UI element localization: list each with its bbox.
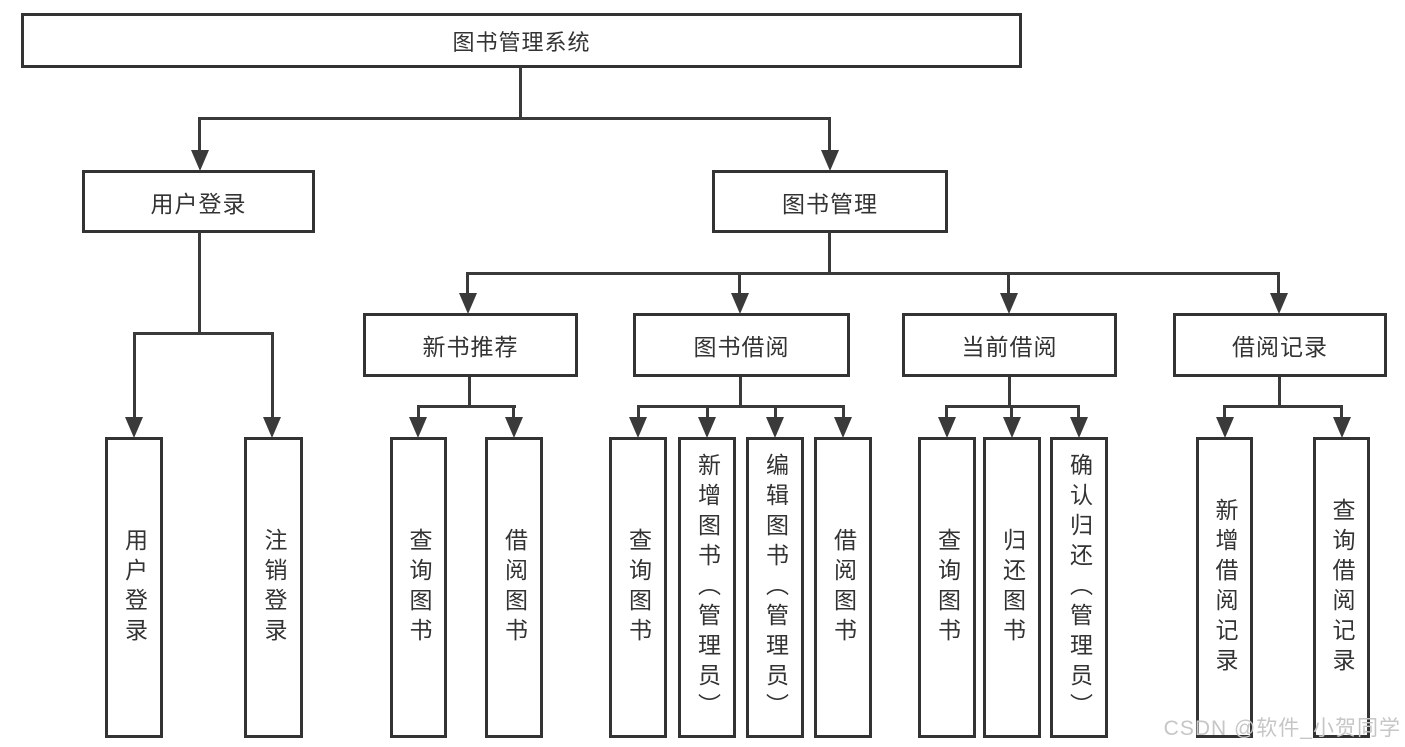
node-book-management-label: 图书管理 xyxy=(782,190,878,217)
connector-line xyxy=(1223,405,1342,408)
leaf-user-login: 用户登录 xyxy=(105,437,163,738)
connector-line xyxy=(198,117,201,155)
leaf-current-query-book: 查询图书 xyxy=(918,437,976,738)
connector-arrowhead xyxy=(938,417,956,438)
connector-line xyxy=(842,405,845,422)
connector-line xyxy=(738,272,741,298)
connector-line xyxy=(133,332,274,335)
connector-line xyxy=(1340,405,1343,422)
leaf-add-borrow-record: 新增借阅记录 xyxy=(1196,437,1253,738)
connector-arrowhead xyxy=(834,417,852,438)
node-current-borrow: 当前借阅 xyxy=(902,313,1117,377)
leaf-query-borrow-record: 查询借阅记录 xyxy=(1313,437,1370,738)
leaf-add-book-admin-label: 新增图书（管理员） xyxy=(694,452,721,723)
leaf-add-borrow-record-label: 新增借阅记录 xyxy=(1212,497,1238,678)
leaf-logout: 注销登录 xyxy=(244,437,303,738)
connector-line xyxy=(637,405,845,408)
leaf-borrow-book-label: 借阅图书 xyxy=(830,527,857,648)
connector-arrowhead xyxy=(821,150,839,171)
connector-line xyxy=(133,332,136,422)
connector-line xyxy=(1007,272,1010,298)
leaf-confirm-return-admin-label: 确认归还（管理员） xyxy=(1066,452,1093,723)
leaf-recommend-query-book: 查询图书 xyxy=(390,437,447,738)
connector-line xyxy=(1010,405,1013,422)
leaf-query-borrow-record-label: 查询借阅记录 xyxy=(1329,497,1355,678)
connector-line xyxy=(198,232,201,335)
connector-line xyxy=(1223,405,1226,422)
connector-line xyxy=(468,377,471,408)
connector-line xyxy=(739,377,742,408)
connector-arrowhead xyxy=(125,417,143,438)
leaf-add-book-admin: 新增图书（管理员） xyxy=(678,437,736,738)
connector-arrowhead xyxy=(731,293,749,314)
leaf-return-book: 归还图书 xyxy=(983,437,1041,738)
leaf-confirm-return-admin: 确认归还（管理员） xyxy=(1050,437,1108,738)
connector-line xyxy=(637,405,640,422)
connector-line xyxy=(417,405,516,408)
leaf-edit-book-admin: 编辑图书（管理员） xyxy=(746,437,804,738)
connector-line xyxy=(706,405,709,422)
leaf-borrow-book: 借阅图书 xyxy=(814,437,872,738)
node-new-book-recommend: 新书推荐 xyxy=(363,313,578,377)
connector-arrowhead xyxy=(505,417,523,438)
connector-line xyxy=(417,405,420,422)
node-book-management: 图书管理 xyxy=(712,170,948,233)
leaf-borrow-query-book: 查询图书 xyxy=(609,437,667,738)
connector-arrowhead xyxy=(263,417,281,438)
connector-line xyxy=(828,117,831,155)
connector-line xyxy=(1278,377,1281,408)
leaf-recommend-query-book-label: 查询图书 xyxy=(406,527,432,648)
connector-arrowhead xyxy=(1003,417,1021,438)
leaf-edit-book-admin-label: 编辑图书（管理员） xyxy=(762,452,789,723)
connector-line xyxy=(945,405,948,422)
leaf-current-query-book-label: 查询图书 xyxy=(934,527,961,648)
connector-arrowhead xyxy=(409,417,427,438)
connector-arrowhead xyxy=(1333,417,1351,438)
leaf-return-book-label: 归还图书 xyxy=(999,527,1026,648)
leaf-recommend-borrow-book-label: 借阅图书 xyxy=(501,527,528,648)
connector-arrowhead xyxy=(1000,293,1018,314)
connector-arrowhead xyxy=(698,417,716,438)
node-current-borrow-label: 当前借阅 xyxy=(961,334,1058,360)
leaf-logout-label: 注销登录 xyxy=(261,527,287,648)
node-book-borrow-label: 图书借阅 xyxy=(693,334,790,360)
connector-line xyxy=(271,332,274,422)
connector-line xyxy=(466,272,469,298)
leaf-borrow-query-book-label: 查询图书 xyxy=(625,527,652,648)
leaf-recommend-borrow-book: 借阅图书 xyxy=(485,437,543,738)
connector-arrowhead xyxy=(191,150,209,171)
node-borrow-records: 借阅记录 xyxy=(1173,313,1387,377)
connector-line xyxy=(198,117,831,120)
connector-line xyxy=(512,405,515,422)
connector-arrowhead xyxy=(766,417,784,438)
connector-arrowhead xyxy=(1216,417,1234,438)
csdn-watermark: CSDN @软件_小贺同学 xyxy=(1163,717,1401,740)
node-root-label: 图书管理系统 xyxy=(452,29,591,55)
node-user-login: 用户登录 xyxy=(82,170,315,233)
connector-line xyxy=(519,67,522,119)
node-book-borrow: 图书借阅 xyxy=(633,313,850,377)
leaf-user-login-label: 用户登录 xyxy=(121,527,148,648)
node-user-login-label: 用户登录 xyxy=(150,190,247,217)
connector-line xyxy=(1277,272,1280,298)
connector-line xyxy=(466,272,1280,275)
connector-line xyxy=(774,405,777,422)
connector-arrowhead xyxy=(459,293,477,314)
connector-line xyxy=(1008,377,1011,408)
connector-arrowhead xyxy=(629,417,647,438)
node-new-book-recommend-label: 新书推荐 xyxy=(422,334,519,360)
node-borrow-records-label: 借阅记录 xyxy=(1232,334,1328,360)
connector-line xyxy=(828,232,831,275)
connector-line xyxy=(1077,405,1080,422)
node-root: 图书管理系统 xyxy=(21,13,1022,68)
connector-arrowhead xyxy=(1270,293,1288,314)
connector-arrowhead xyxy=(1070,417,1088,438)
